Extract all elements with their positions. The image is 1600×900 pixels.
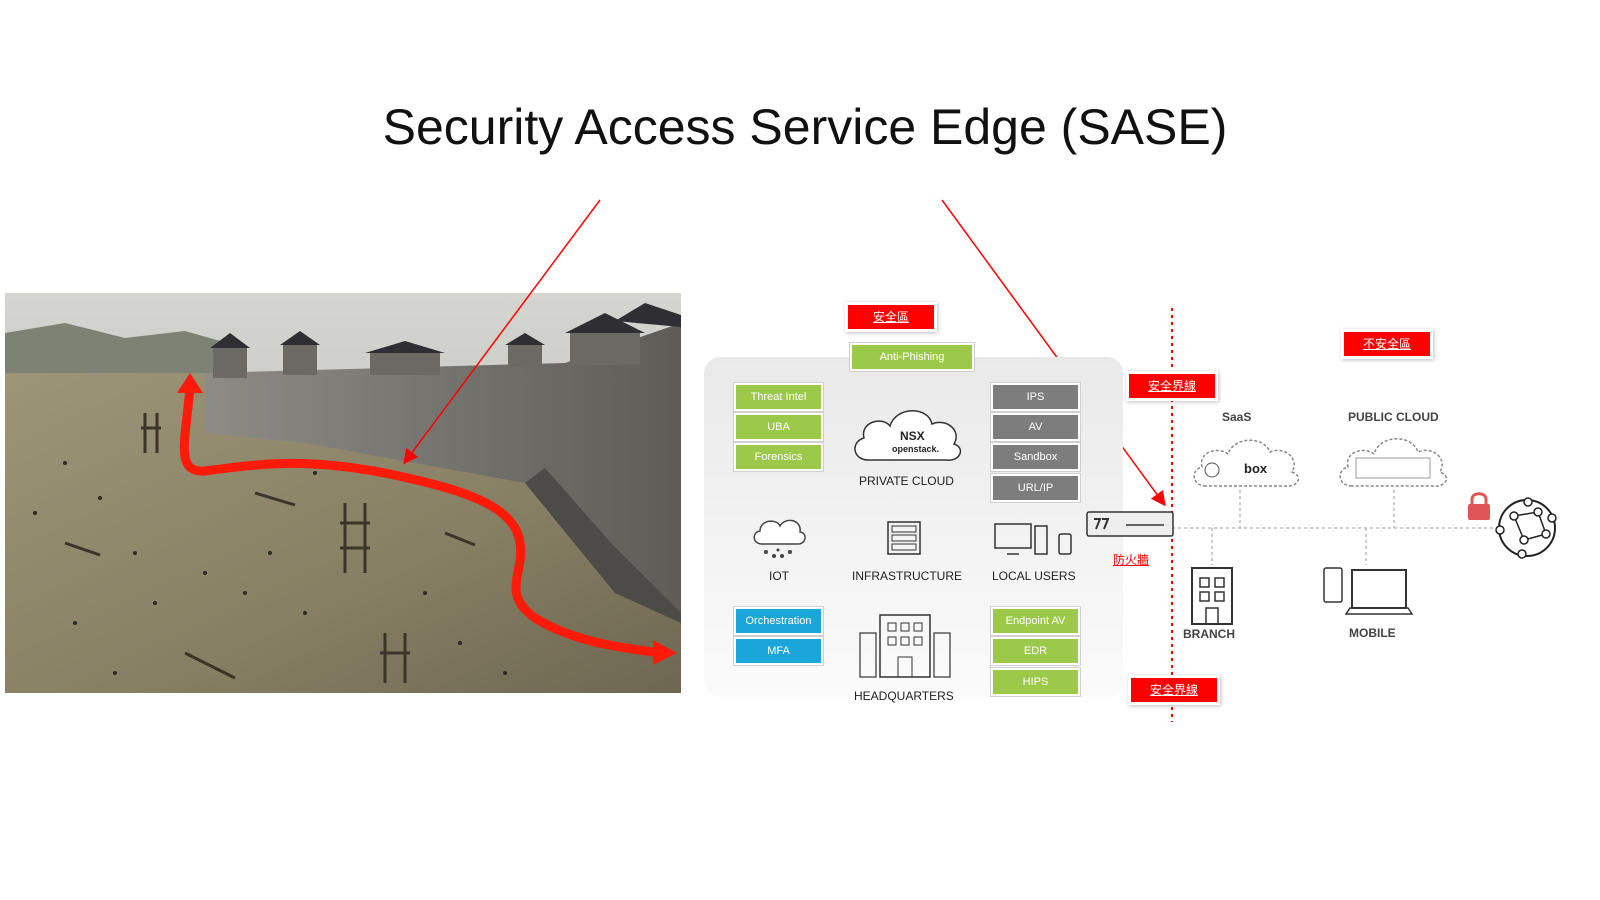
anti-phishing-pill: Anti-Phishing xyxy=(852,345,972,369)
iot-cloud-icon xyxy=(753,519,806,558)
openstack-logo: openstack. xyxy=(892,444,940,454)
headquarters-building-icon xyxy=(859,614,951,678)
firewall-label: 防火牆 xyxy=(1113,553,1150,567)
forensics-pill: Forensics xyxy=(736,445,821,469)
mobile-devices-icon xyxy=(1323,567,1414,615)
url-ip-pill: URL/IP xyxy=(993,476,1078,500)
local-users-label: LOCAL USERS xyxy=(992,569,1076,583)
public-cloud-icon xyxy=(1339,438,1448,487)
firewall-appliance-icon xyxy=(1086,511,1174,537)
branch-building-icon xyxy=(1191,567,1233,625)
insecure-zone-tag: 不安全區 xyxy=(1344,332,1430,356)
edr-pill: EDR xyxy=(993,639,1078,663)
av-pill: AV xyxy=(993,415,1078,439)
lock-icon xyxy=(1468,492,1490,520)
orchestration-pill: Orchestration xyxy=(736,609,821,633)
threat-intel-pill: Threat Intel xyxy=(736,385,821,409)
mobile-label: MOBILE xyxy=(1349,626,1396,640)
slide-title: Security Access Service Edge (SASE) xyxy=(382,99,1228,155)
ips-pill: IPS xyxy=(993,385,1078,409)
private-cloud-icon xyxy=(854,410,962,461)
nsx-logo: NSX xyxy=(900,429,925,443)
iot-label: IOT xyxy=(769,569,789,583)
mfa-pill: MFA xyxy=(736,639,821,663)
infrastructure-label: INFRASTRUCTURE xyxy=(852,569,962,583)
branch-label: BRANCH xyxy=(1183,627,1235,641)
headquarters-label: HEADQUARTERS xyxy=(854,689,954,703)
server-rack-icon xyxy=(887,521,921,555)
security-boundary-tag-bottom: 安全界線 xyxy=(1131,678,1217,702)
attack-path-arrow xyxy=(179,383,665,658)
fortress-illustration xyxy=(5,293,681,693)
saas-label: SaaS xyxy=(1222,410,1252,424)
public-cloud-label: PUBLIC CLOUD xyxy=(1348,410,1439,424)
saas-cloud-icon xyxy=(1193,439,1300,487)
box-logo: box xyxy=(1244,461,1268,476)
hips-pill: HIPS xyxy=(993,670,1078,694)
secure-zone-tag: 安全區 xyxy=(848,305,934,329)
local-users-devices-icon xyxy=(994,523,1072,555)
sandbox-pill: Sandbox xyxy=(993,445,1078,469)
uba-pill: UBA xyxy=(736,415,821,439)
security-boundary-tag-top: 安全界線 xyxy=(1129,374,1215,398)
private-cloud-label: PRIVATE CLOUD xyxy=(859,474,954,488)
internet-globe-icon xyxy=(1495,497,1557,559)
endpoint-av-pill: Endpoint AV xyxy=(993,609,1078,633)
